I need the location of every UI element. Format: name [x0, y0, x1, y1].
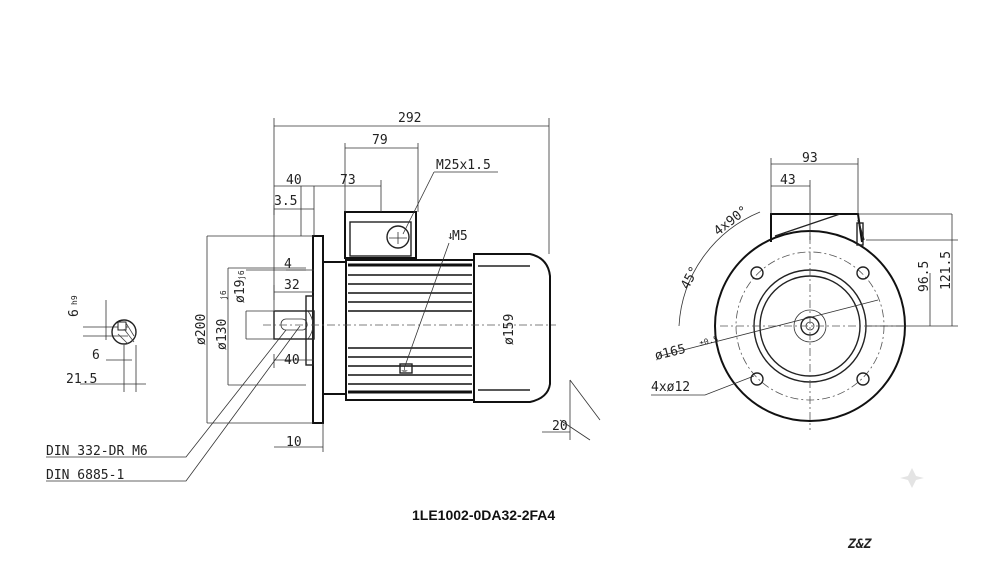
din-332-label: DIN 332-DR M6 [46, 444, 148, 459]
key-width-tol: h9 [70, 295, 79, 305]
din-6885-label: DIN 6885-1 [46, 468, 124, 483]
front-view: 93 43 96.5 121.5 45° 4x90° ø165 ±0.5 4xø… [651, 151, 958, 430]
dim-10: 10 [286, 435, 302, 450]
dim-292: 292 [398, 111, 421, 126]
mount-hole [856, 372, 870, 386]
dim-40: 40 [284, 353, 300, 368]
dim-40-top: 40 [286, 173, 302, 188]
dim-43: 43 [780, 173, 796, 188]
dim-32: 32 [284, 278, 300, 293]
dim-96-5: 96.5 [917, 261, 932, 292]
key-width-label: 6 [67, 309, 82, 317]
angle-45: 45° [678, 264, 702, 292]
side-view: ⏚ 292 79 73 40 3.5 M25x1.5 M5 ↓ 4 32 40 … [46, 111, 601, 483]
dim-79: 79 [372, 133, 388, 148]
dim-3-5: 3.5 [274, 194, 297, 209]
dim-d165: ø165 [653, 342, 687, 364]
dim-93: 93 [802, 151, 818, 166]
depth-symbol: ↓ [447, 229, 454, 242]
angle-4x90: 4x90° [711, 203, 751, 239]
thread-m5: M5 [452, 229, 468, 244]
dim-20: 20 [552, 419, 568, 434]
model-caption: 1LE1002-0DA32-2FA4 [412, 507, 555, 523]
dim-d130-tol: j6 [219, 290, 228, 300]
key-shaft-label: 21.5 [66, 372, 97, 387]
dim-73: 73 [340, 173, 356, 188]
mount-hole [750, 372, 764, 386]
star-icon [900, 468, 924, 488]
dim-d19-tol: j6 [237, 270, 246, 280]
mount-hole [750, 266, 764, 280]
dim-4: 4 [284, 257, 292, 272]
key-depth-label: 6 [92, 348, 100, 363]
dim-d130: ø130 [215, 319, 230, 350]
dim-d200: ø200 [194, 314, 209, 345]
dim-d159: ø159 [502, 314, 517, 345]
dim-d19: ø19 [233, 280, 248, 303]
cable-gland-icon [389, 232, 407, 244]
watermark-logo: Z&Z [847, 468, 924, 552]
watermark-text: Z&Z [847, 537, 873, 552]
cooling-fins [348, 263, 472, 394]
holes-label: 4xø12 [651, 380, 690, 395]
thread-m25: M25x1.5 [436, 158, 491, 173]
earth-symbol: ⏚ [400, 365, 409, 376]
dim-121-5: 121.5 [939, 251, 954, 290]
mount-hole [856, 266, 870, 280]
shaft-key-section: 6 h9 6 21.5 [66, 295, 146, 392]
